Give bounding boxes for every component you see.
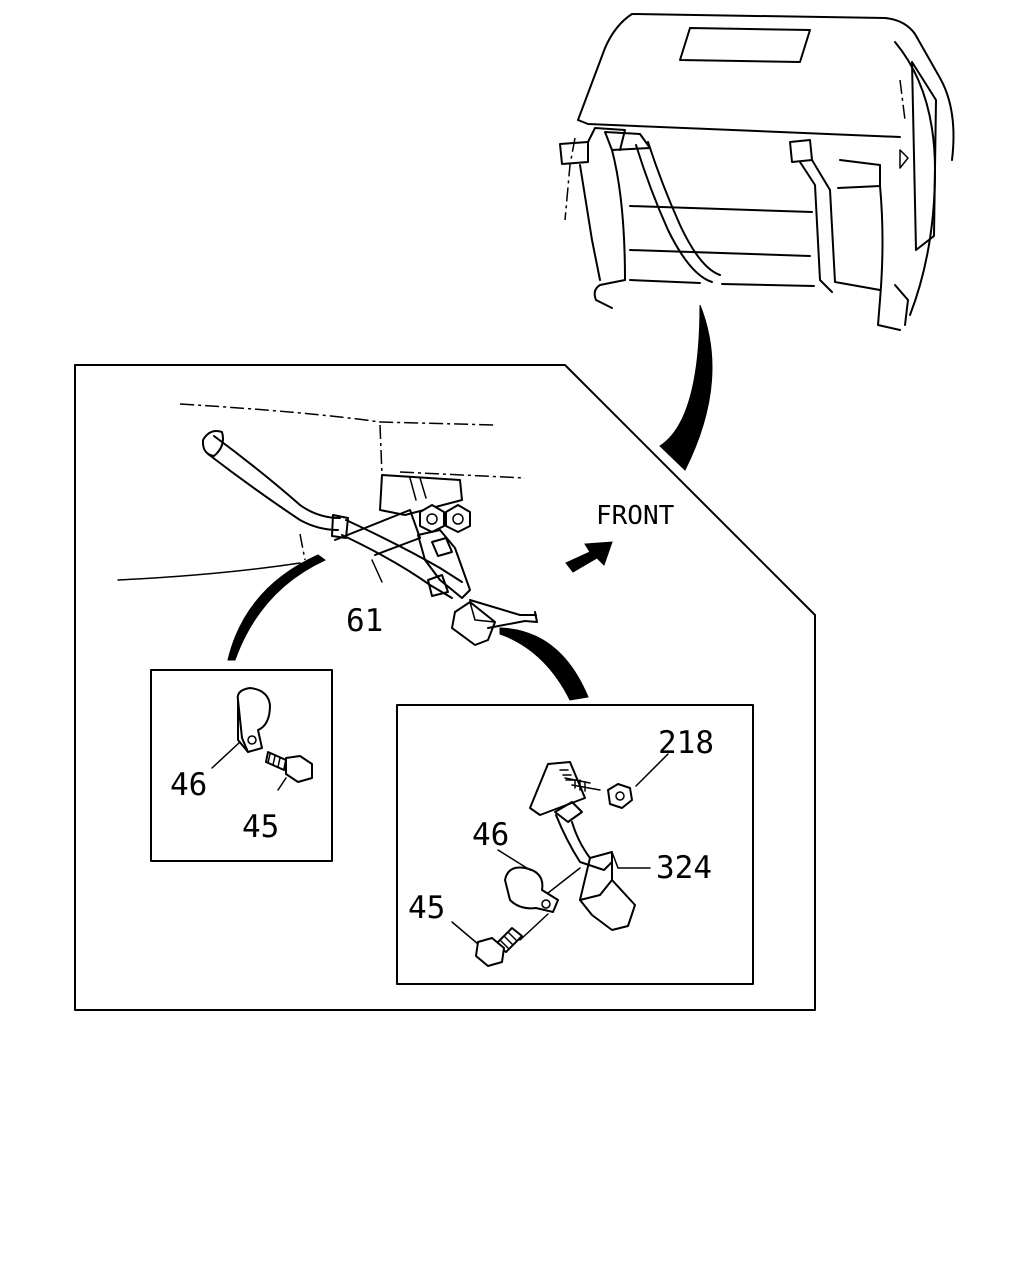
nut-218 bbox=[607, 753, 669, 809]
detail-box-left bbox=[150, 669, 333, 862]
clip-46-left bbox=[211, 687, 271, 769]
front-indicator: FRONT bbox=[565, 501, 675, 573]
callout-arrow-right bbox=[499, 627, 589, 701]
label-45-right: 45 bbox=[408, 890, 445, 926]
label-46-left: 46 bbox=[170, 767, 207, 803]
label-46-right: 46 bbox=[472, 817, 509, 853]
front-label: FRONT bbox=[596, 501, 675, 531]
dashboard-housing bbox=[559, 13, 955, 331]
label-61: 61 bbox=[346, 603, 383, 639]
callout-arrow-top bbox=[659, 304, 713, 471]
label-218: 218 bbox=[658, 725, 714, 761]
arrow-up-right-icon bbox=[565, 541, 613, 573]
main-detail-frame bbox=[74, 364, 816, 1011]
bracket-and-nuts bbox=[417, 504, 471, 599]
detail-box-right bbox=[396, 704, 754, 985]
clip-46-right bbox=[497, 849, 581, 913]
wire-harness-61 bbox=[201, 430, 538, 646]
callout-arrow-left bbox=[227, 554, 326, 661]
bolt-45-right bbox=[451, 913, 549, 967]
body-outline bbox=[117, 403, 526, 581]
bracket-324 bbox=[529, 761, 651, 931]
label-324: 324 bbox=[656, 850, 712, 886]
label-45-left: 45 bbox=[242, 809, 279, 845]
bolt-45-left bbox=[265, 751, 313, 791]
